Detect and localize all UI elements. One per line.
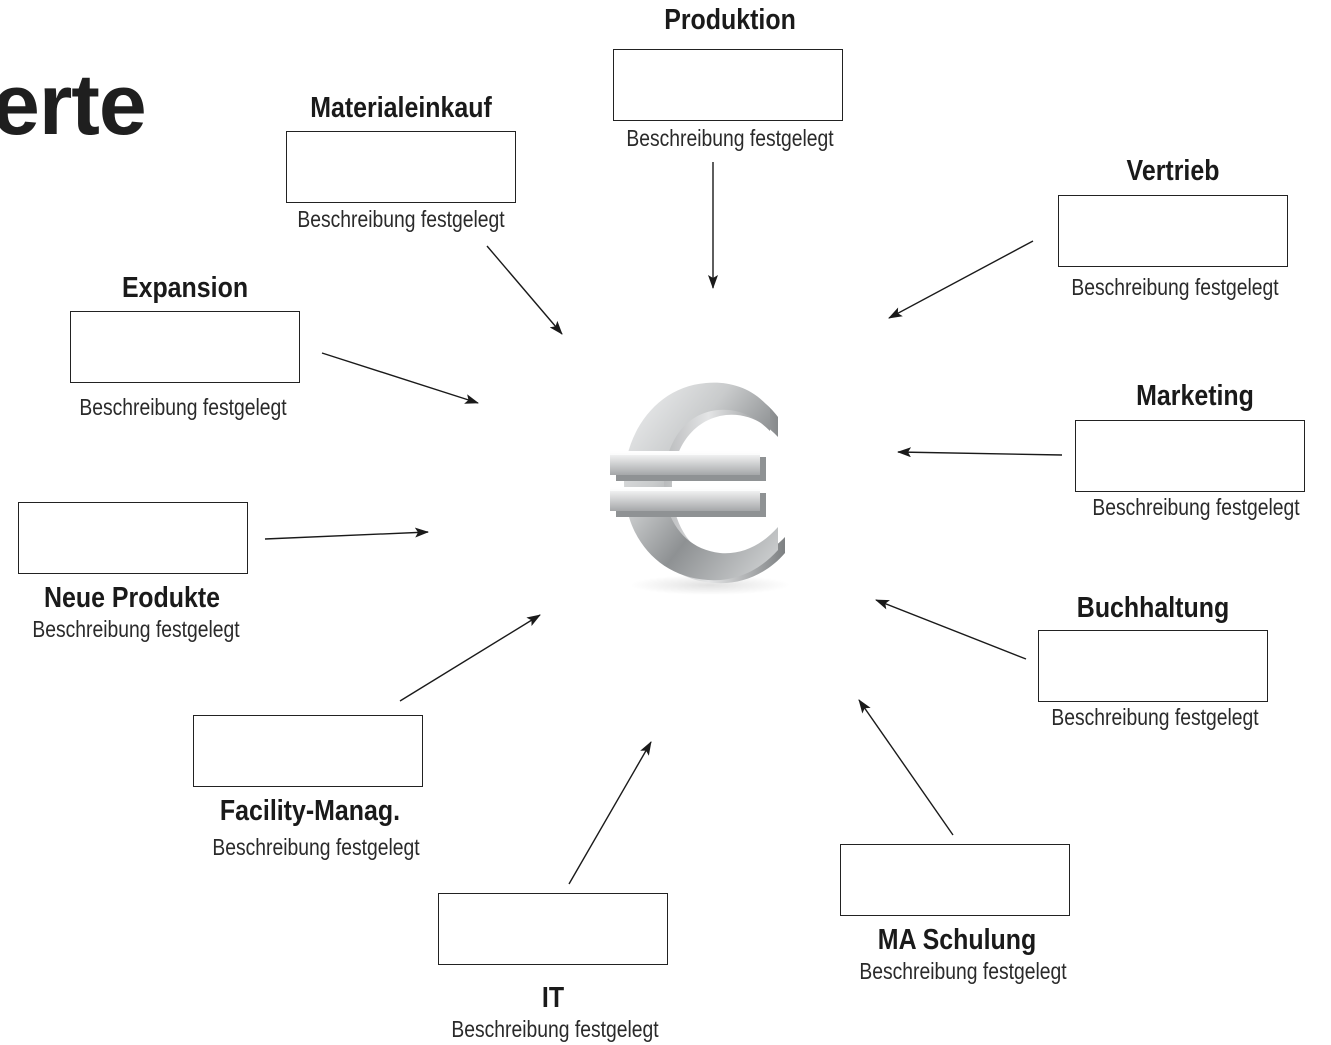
arrow-neue-produkte (264, 527, 429, 540)
node-box-neue-produkte[interactable] (18, 502, 248, 574)
node-box-materialeinkauf[interactable] (286, 131, 516, 203)
arrow-materialeinkauf (486, 245, 563, 335)
node-box-expansion[interactable] (70, 311, 300, 383)
node-box-produktion[interactable] (613, 49, 843, 121)
node-title-materialeinkauf: Materialeinkauf (310, 92, 492, 124)
node-box-ma-schulung[interactable] (840, 844, 1070, 916)
node-desc-facility-manag: Beschreibung festgelegt (212, 834, 420, 860)
node-title-facility-manag: Facility-Manag. (219, 795, 401, 827)
node-box-marketing[interactable] (1075, 420, 1305, 492)
node-box-vertrieb[interactable] (1058, 195, 1288, 267)
node-desc-it: Beschreibung festgelegt (451, 1016, 659, 1042)
node-title-expansion: Expansion (121, 272, 249, 304)
arrow-it (568, 741, 652, 885)
node-title-marketing: Marketing (1136, 380, 1254, 412)
node-desc-materialeinkauf: Beschreibung festgelegt (297, 206, 505, 232)
node-box-it[interactable] (438, 893, 668, 965)
arrow-expansion (321, 352, 479, 404)
arrow-ma-schulung (858, 699, 954, 836)
node-title-it: IT (541, 982, 565, 1014)
node-desc-marketing: Beschreibung festgelegt (1092, 494, 1300, 520)
node-title-vertrieb: Vertrieb (1126, 155, 1220, 187)
node-title-ma-schulung: MA Schulung (877, 924, 1037, 956)
arrow-facility-manag (399, 614, 541, 702)
arrow-marketing (897, 447, 1063, 458)
node-desc-expansion: Beschreibung festgelegt (79, 394, 287, 420)
node-desc-ma-schulung: Beschreibung festgelegt (859, 958, 1067, 984)
node-title-produktion: Produktion (664, 4, 796, 36)
arrow-buchhaltung (875, 599, 1027, 660)
node-title-buchhaltung: Buchhaltung (1076, 592, 1230, 624)
node-desc-buchhaltung: Beschreibung festgelegt (1051, 704, 1259, 730)
page-title: erte (0, 57, 147, 153)
node-desc-produktion: Beschreibung festgelegt (626, 125, 834, 151)
node-desc-vertrieb: Beschreibung festgelegt (1071, 274, 1279, 300)
arrow-vertrieb (888, 240, 1034, 319)
node-title-neue-produkte: Neue Produkte (43, 582, 221, 614)
euro-symbol-3d-icon (610, 375, 800, 600)
node-box-facility-manag[interactable] (193, 715, 423, 787)
node-box-buchhaltung[interactable] (1038, 630, 1268, 702)
node-desc-neue-produkte: Beschreibung festgelegt (32, 616, 240, 642)
